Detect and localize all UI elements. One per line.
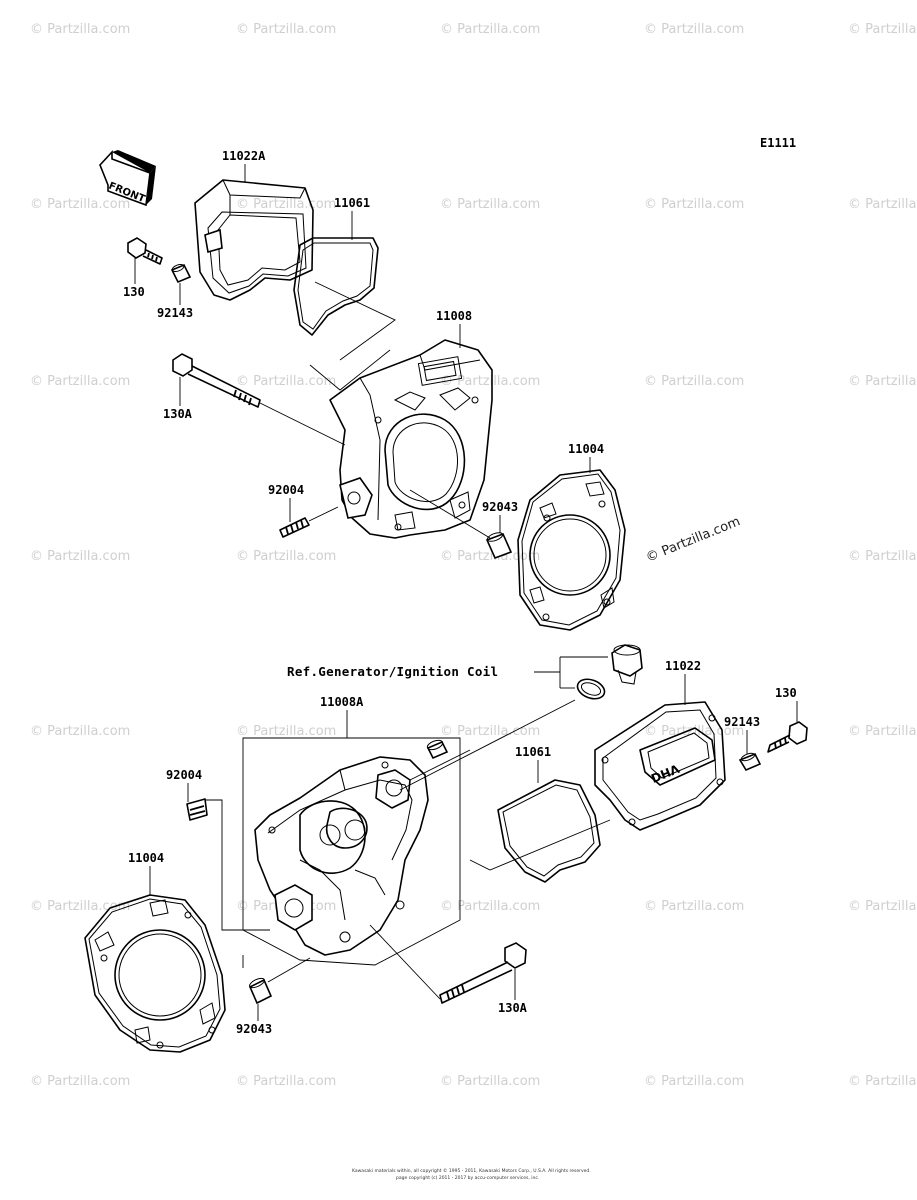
o-ring (576, 678, 606, 700)
watermark-grid: © Partzilla.com © Partzilla.com © Partzi… (30, 22, 917, 1089)
watermark: © Partzilla.com (440, 197, 540, 212)
head-gasket-top (517, 469, 626, 631)
head-gasket-bottom (84, 894, 226, 1053)
ref-generator-ignition-coil: Ref.Generator/Ignition Coil (287, 664, 498, 679)
cylinder-head-cover-top (194, 179, 314, 301)
watermark: © Partzilla.com (30, 197, 130, 212)
watermark: © Partzilla.com (236, 1074, 336, 1089)
cover-badge: DHV (649, 761, 682, 785)
dowel-92143-top (170, 263, 192, 284)
cylinder-head-cover-bottom: DHV (594, 701, 726, 831)
label-11008: 11008 (436, 309, 472, 323)
dowel-92043-bottom (248, 977, 273, 1005)
label-11022: 11022 (665, 659, 701, 673)
label-11004-top: 11004 (568, 442, 604, 456)
watermark: © Partzilla.com (236, 549, 336, 564)
watermark: © Partzilla.com (30, 724, 130, 739)
watermark: © Partzilla.com (848, 899, 917, 914)
stud-92004-bottom (186, 798, 208, 821)
watermark: © Partzilla.com (236, 724, 336, 739)
watermark: © Partzilla.com (30, 549, 130, 564)
plug-bolt (611, 644, 643, 685)
watermark: © Partzilla.com (30, 374, 130, 389)
watermark: © Partzilla.com (644, 1074, 744, 1089)
watermark: © Partzilla.com (644, 724, 744, 739)
watermark: © Partzilla.com (848, 374, 917, 389)
watermark: © Partzilla.com (644, 899, 744, 914)
label-130a-top: 130A (163, 407, 193, 421)
label-92004-bottom: 92004 (166, 768, 202, 782)
cylinder-head-top (329, 339, 493, 539)
dowel-92143-bottom (738, 752, 762, 772)
footer-copyright: Kawasaki materials within, all copyright… (352, 1167, 591, 1174)
watermark: © Partzilla.com (30, 22, 130, 37)
label-11008a: 11008A (320, 695, 364, 709)
label-92004-top: 92004 (268, 483, 304, 497)
watermark: © Partzilla.com (848, 549, 917, 564)
watermark: © Partzilla.com (440, 22, 540, 37)
watermark: © Partzilla.com (440, 549, 540, 564)
watermark: © Partzilla.com (848, 197, 917, 212)
label-11022a: 11022A (222, 149, 266, 163)
watermark: © Partzilla.com (644, 197, 744, 212)
watermark: © Partzilla.com (30, 1074, 130, 1089)
watermark: © Partzilla.com (236, 22, 336, 37)
watermark: © Partzilla.com (440, 1074, 540, 1089)
cylinder-head-bottom (254, 756, 429, 956)
valve-sleeve (426, 739, 449, 760)
label-11061-bottom: 11061 (515, 745, 551, 759)
watermark: © Partzilla.com (440, 724, 540, 739)
watermark: © Partzilla.com (440, 899, 540, 914)
label-92143-bottom: 92143 (724, 715, 760, 729)
watermark: © Partzilla.com (848, 22, 917, 37)
label-130-bottom: 130 (775, 686, 797, 700)
diagram-code: E1111 (760, 136, 796, 150)
label-130-top: 130 (123, 285, 145, 299)
label-130a-bottom: 130A (498, 1001, 528, 1015)
watermark: © Partzilla.com (236, 374, 336, 389)
watermark: © Partzilla.com (440, 374, 540, 389)
label-92043-bottom: 92043 (236, 1022, 272, 1036)
watermark: © Partzilla.com (644, 22, 744, 37)
watermark: © Partzilla.com (236, 197, 336, 212)
bolt-130a-top (172, 353, 346, 446)
watermark-main: © Partzilla.com (644, 514, 743, 565)
label-11004-bottom: 11004 (128, 851, 164, 865)
cover-gasket-bottom (497, 779, 601, 883)
watermark: © Partzilla.com (848, 724, 917, 739)
label-92143-top: 92143 (157, 306, 193, 320)
bolt-130-bottom (767, 721, 808, 753)
dowel-92043-top (409, 489, 513, 560)
cover-gasket-top (293, 237, 379, 336)
bolt-130-top (127, 237, 163, 265)
label-11061-top: 11061 (334, 196, 370, 210)
watermark: © Partzilla.com (644, 374, 744, 389)
watermark: © Partzilla.com (30, 899, 130, 914)
stud-92004-top (279, 506, 339, 538)
bolt-130a-bottom (369, 924, 527, 1004)
watermark: © Partzilla.com (848, 1074, 917, 1089)
footer-page-copyright: page copyright (c) 2011 - 2017 by accu-c… (396, 1175, 539, 1181)
label-92043-top: 92043 (482, 500, 518, 514)
